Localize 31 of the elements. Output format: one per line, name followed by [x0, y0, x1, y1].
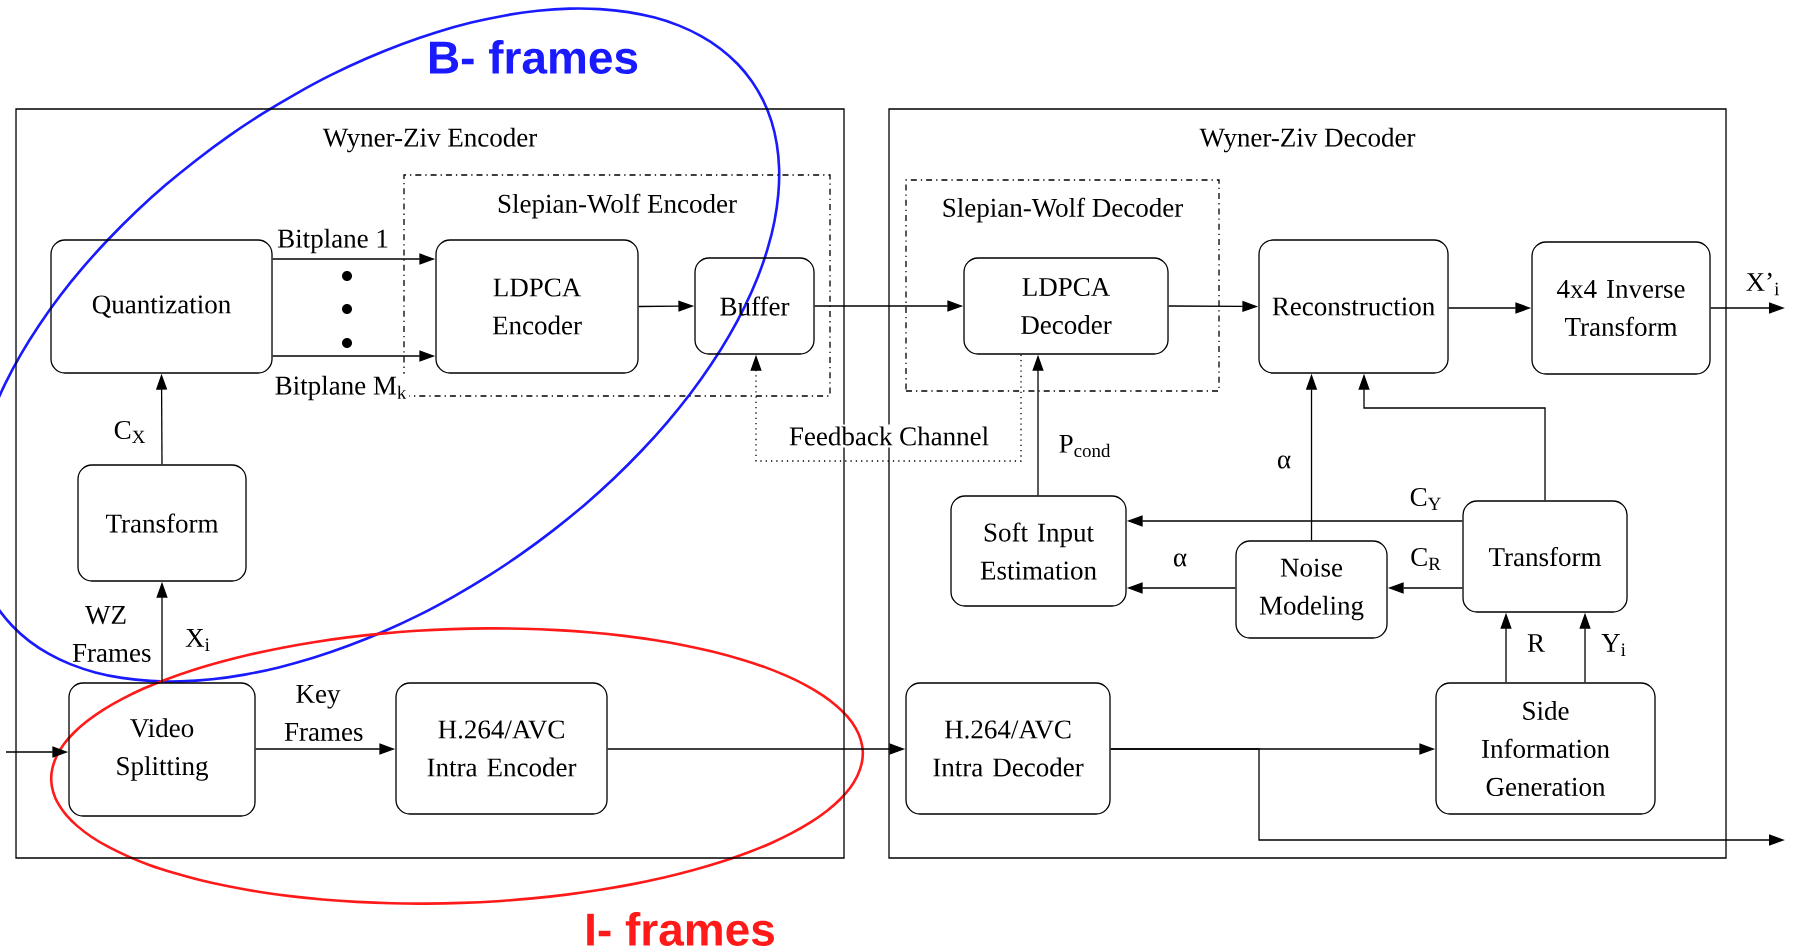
edge-label: C$_{Y}$ [1407, 485, 1445, 513]
process-box: Reconstruction [1258, 239, 1449, 374]
frame-type-label: WZ Frames [72, 606, 151, 662]
process-box: LDPCA Decoder [963, 257, 1169, 355]
process-box: 4x4 Inverse Transform [1531, 241, 1711, 375]
edge-label: C$_{R}$ [1408, 545, 1444, 573]
process-box: Video Splitting [68, 682, 256, 817]
process-box: H.264/AVC Intra Encoder [395, 682, 608, 815]
edge-label: Bitplane M$_{k}$ [272, 373, 410, 403]
edge-label: C$_{X}$ [111, 418, 149, 446]
process-box: LDPCA Encoder [435, 239, 639, 374]
edge-label: α [1170, 551, 1190, 569]
process-box: Transform [1462, 500, 1628, 613]
edge-label: Key Frames [282, 683, 363, 743]
edge-label: α [1274, 453, 1294, 471]
edge-label: Bitplane 1 [275, 226, 391, 256]
edge-label: Y$_{i}$ [1599, 632, 1629, 658]
edge-label: P$_{cond}$ [1056, 432, 1114, 460]
process-box: H.264/AVC Intra Decoder [905, 682, 1111, 815]
process-box: Quantization [50, 239, 273, 374]
edge-label: Feedback Channel [786, 424, 992, 448]
edge-label: R [1525, 632, 1547, 654]
process-box: Side Information Generation [1435, 682, 1656, 815]
process-box: Soft Input Estimation [950, 495, 1127, 607]
frame-group-label: I- frames [587, 912, 774, 946]
arrow [750, 354, 1022, 462]
edge-label: X’$_{i}$ [1743, 270, 1783, 298]
process-box: Transform [77, 464, 247, 582]
frame-group-label: B- frames [430, 40, 638, 74]
edge-label: X$_{i}$ [183, 627, 213, 653]
process-box: Noise Modeling [1235, 540, 1388, 639]
